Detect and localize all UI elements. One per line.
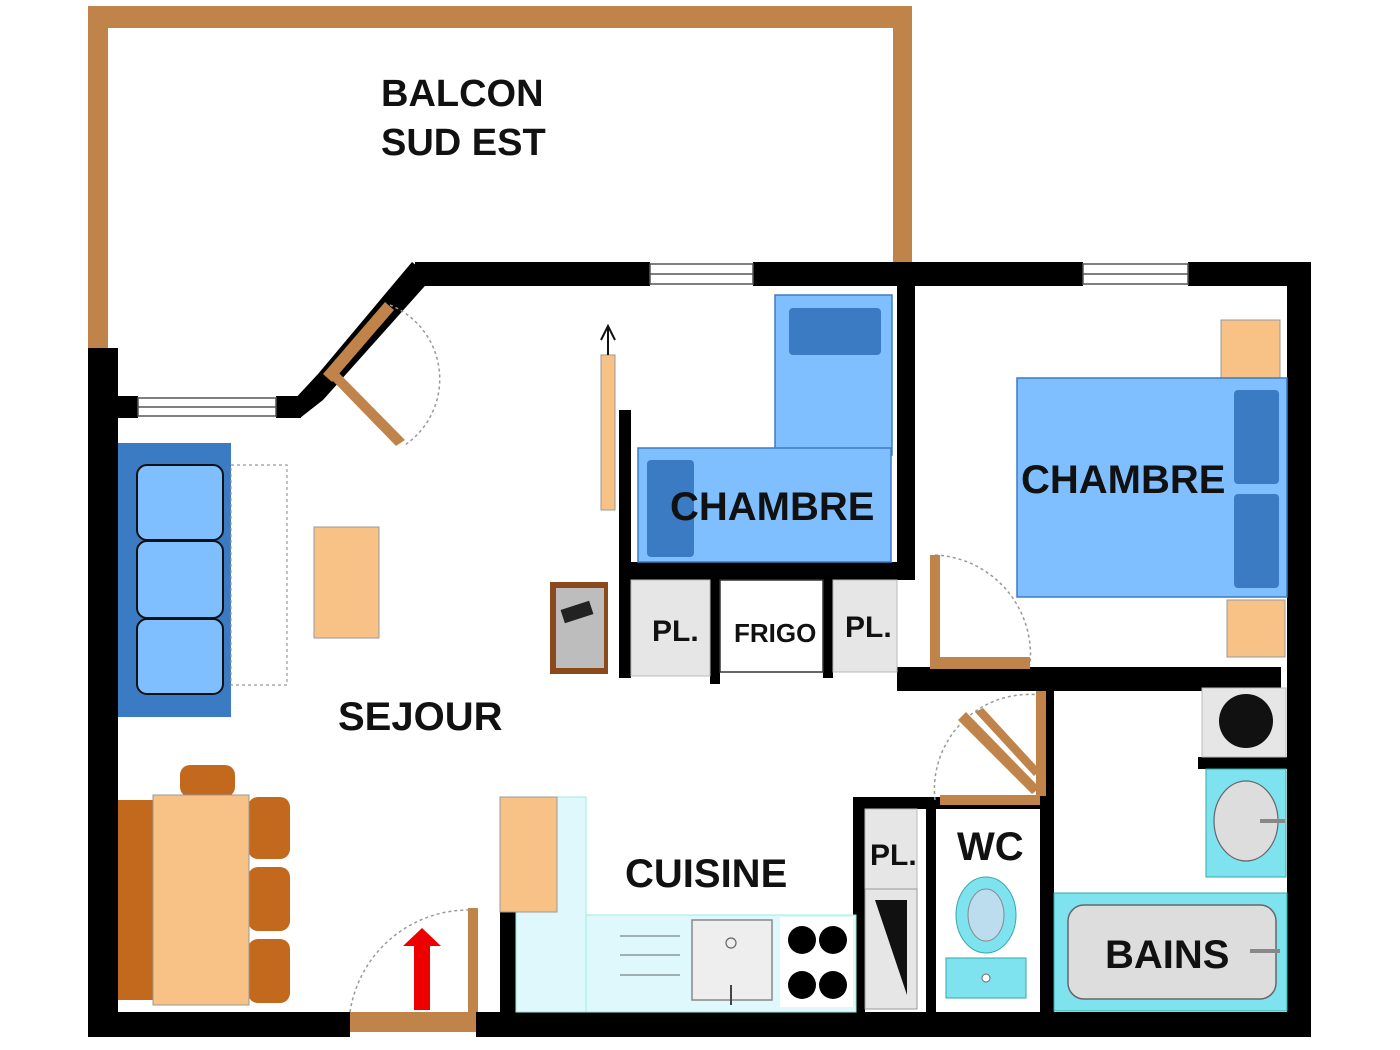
bedroom-2-furniture (1016, 319, 1288, 658)
bedroom-1-label: CHAMBRE (670, 485, 874, 529)
fridge-label: FRIGO (734, 618, 816, 648)
room-labels: BALCON SUD EST CHAMBRE CHAMBRE SEJOUR CU… (338, 73, 1229, 977)
balcony-railing (88, 6, 912, 350)
walls (88, 262, 1311, 1037)
kitchen-label: CUISINE (625, 852, 787, 896)
dining-set (118, 765, 290, 1006)
bathtub (1053, 892, 1288, 1012)
door-leaves (323, 302, 1046, 1032)
entrance-arrow-icon (403, 928, 441, 1010)
kitchen-units (499, 796, 857, 1013)
fixture-labels: PL. FRIGO PL. PL. (652, 611, 917, 872)
balcony-label-line1: BALCON (381, 73, 544, 115)
toilet (945, 876, 1027, 999)
cupboards (630, 579, 898, 677)
washbasin (1205, 768, 1287, 878)
bedroom-1-beds (637, 294, 893, 563)
tv-cabinet (550, 582, 608, 674)
rug (230, 464, 288, 686)
bathroom-label: BAINS (1105, 933, 1229, 977)
cupboard-right-label: PL. (845, 611, 892, 644)
north-arrow-icon (600, 323, 616, 511)
cupboard-hall-label: PL. (870, 839, 917, 872)
cupboard-left-label: PL. (652, 615, 699, 648)
sofa (118, 443, 231, 717)
washing-machine (1201, 687, 1287, 758)
balcony-label-line2: SUD EST (381, 122, 546, 164)
bedroom-2-label: CHAMBRE (1021, 458, 1225, 502)
living-room-label: SEJOUR (338, 695, 503, 739)
windows (137, 263, 1189, 417)
wc-label: WC (957, 825, 1024, 869)
hall-cupboard (864, 808, 918, 1010)
coffee-table (313, 526, 380, 639)
